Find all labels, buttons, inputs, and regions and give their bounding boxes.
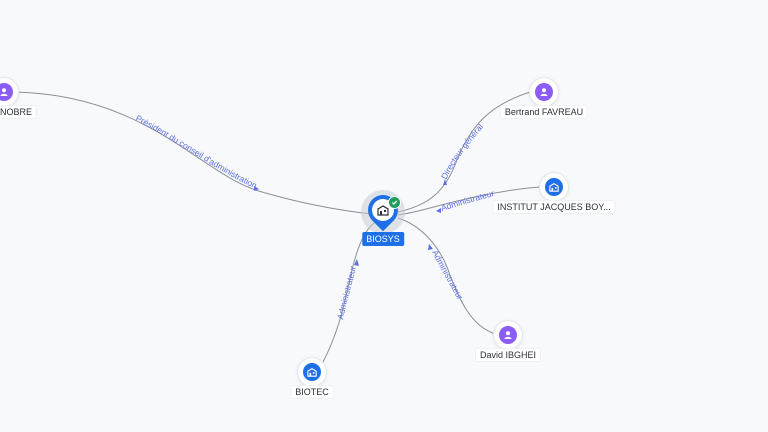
edge-admin-david xyxy=(397,217,496,335)
node-circle xyxy=(0,78,18,106)
building-icon xyxy=(303,363,321,381)
person-icon xyxy=(499,326,517,344)
person-icon xyxy=(0,83,13,101)
edge-label-admin-david: Administrateur xyxy=(430,248,465,301)
edge-label-president: Président du conseil d'administration xyxy=(134,113,259,191)
edge-label-admin-institut: Administrateur xyxy=(440,188,496,213)
node-label: NOBRE xyxy=(0,106,37,118)
edge-admin-institut xyxy=(397,186,541,216)
node-circle xyxy=(298,358,326,386)
check-icon xyxy=(388,196,401,209)
node-label: Bertrand FAVREAU xyxy=(500,106,588,118)
edge-arrow-directeur xyxy=(443,179,447,185)
building-icon xyxy=(545,178,563,196)
edge-arrow-admin-institut xyxy=(436,208,441,213)
node-circle xyxy=(494,321,522,349)
edge-label-directeur: Directeur général xyxy=(439,122,485,181)
edge-arrow-admin-biotec xyxy=(354,259,359,266)
edge-arrow-admin-david xyxy=(428,244,433,250)
building-icon xyxy=(377,205,389,216)
node-circle xyxy=(530,78,558,106)
node-label: David IBGHEI xyxy=(475,349,541,361)
edge-president xyxy=(13,91,373,215)
edge-directeur xyxy=(397,91,531,213)
person-icon xyxy=(535,83,553,101)
node-circle xyxy=(540,173,568,201)
node-label: BIOTEC xyxy=(291,386,333,398)
edge-label-admin-biotec: Administrateur xyxy=(335,265,358,320)
node-label: INSTITUT JACQUES BOY... xyxy=(493,201,615,213)
edge-arrow-president xyxy=(254,186,259,191)
center-label: BIOSYS xyxy=(362,232,404,246)
